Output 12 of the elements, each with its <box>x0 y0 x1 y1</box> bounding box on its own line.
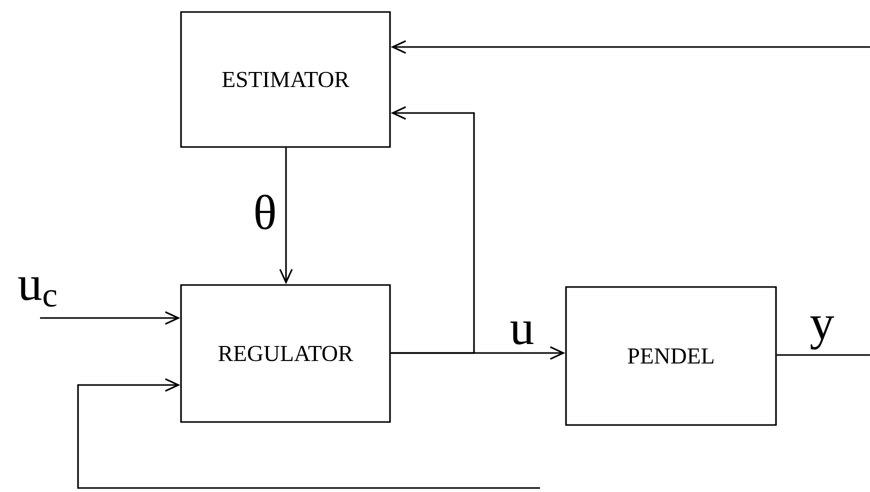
block-box: PENDEL <box>565 286 777 426</box>
block-box: ESTIMATOR <box>180 11 391 148</box>
signal-label: θ <box>251 192 279 232</box>
signal-label: y <box>808 314 836 352</box>
arrow <box>40 311 180 325</box>
arrow <box>279 148 293 284</box>
arrow <box>390 106 475 354</box>
arrow <box>390 40 870 54</box>
signal-label: u$_{c}$ <box>16 276 60 308</box>
arrow <box>77 378 540 489</box>
signal-label: u <box>508 320 536 346</box>
block-box: REGULATOR <box>180 284 391 423</box>
